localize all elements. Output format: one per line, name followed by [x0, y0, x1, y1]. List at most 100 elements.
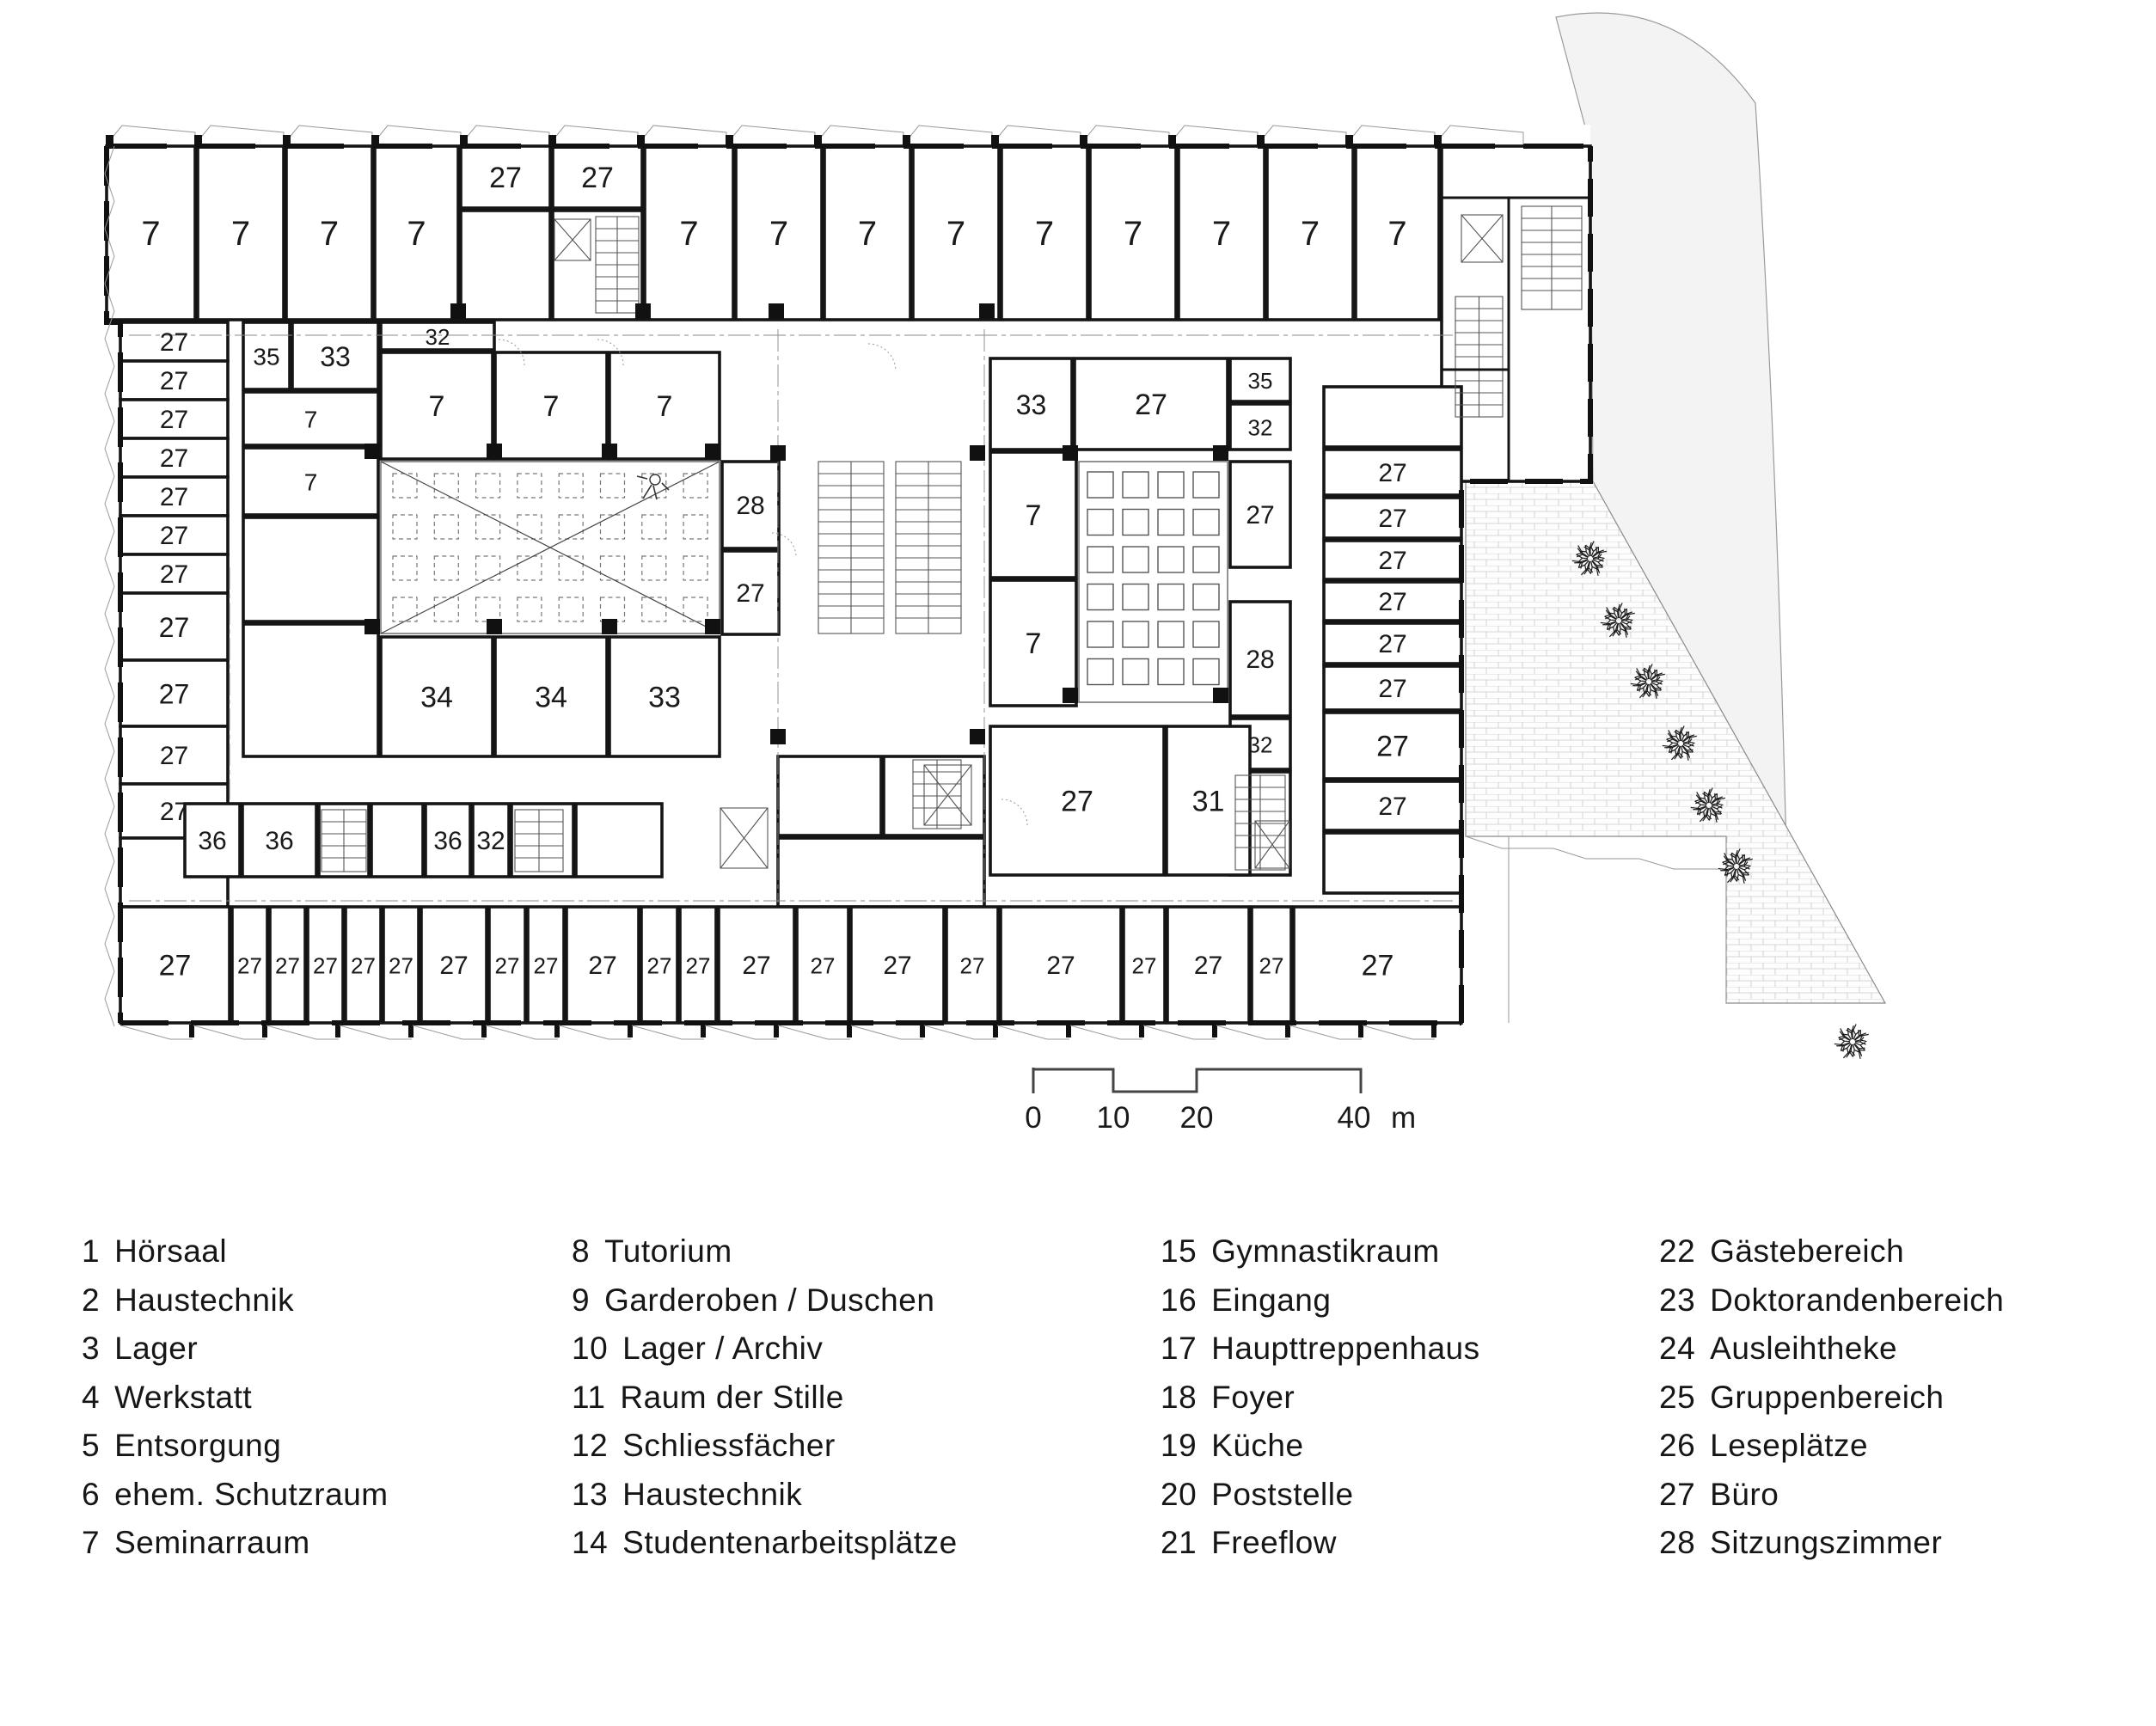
column-dot — [364, 619, 380, 634]
room — [989, 450, 1078, 579]
workplace-square — [392, 597, 418, 622]
stair-icons — [321, 205, 1583, 872]
stair-icon — [321, 809, 367, 872]
outer-wall-right — [1459, 146, 1593, 1023]
legend-item-number: 7 — [82, 1525, 101, 1560]
room-label: 27 — [159, 679, 190, 710]
terrace-lower-edge — [1465, 835, 1727, 1023]
workplace-square — [433, 514, 459, 540]
room-label: 27 — [389, 953, 413, 979]
room-label: 7 — [657, 390, 673, 423]
room — [119, 725, 230, 786]
grid-square — [1087, 471, 1114, 499]
legend-item: 1 Hörsaal — [82, 1227, 389, 1276]
room-label: 27 — [1378, 505, 1406, 533]
room — [119, 905, 231, 1025]
grid-square — [1122, 546, 1149, 573]
room — [1322, 539, 1463, 581]
legend-item-number: 11 — [572, 1379, 606, 1415]
workplace-square — [475, 597, 501, 622]
legend-item-label: Freeflow — [1211, 1525, 1338, 1560]
room — [1228, 357, 1292, 403]
room-label: 27 — [1259, 953, 1284, 979]
legend-item-label: Haustechnik — [622, 1476, 803, 1512]
workplace-square — [641, 473, 667, 499]
room-label: 27 — [1135, 389, 1167, 421]
room-label: 27 — [160, 406, 188, 434]
column-dot — [1213, 445, 1228, 461]
workplace-square — [558, 514, 584, 540]
room — [306, 905, 345, 1025]
room-label: 36 — [265, 827, 293, 855]
room — [1322, 711, 1463, 780]
room — [574, 802, 664, 878]
column-dot — [705, 444, 720, 459]
legend-item-label: Haustechnik — [114, 1282, 295, 1318]
room — [196, 144, 285, 321]
grid-square — [1192, 471, 1220, 499]
room-label: 27 — [159, 950, 192, 982]
stair-icon — [595, 216, 640, 314]
workplace-square — [517, 514, 542, 540]
room-label: 27 — [159, 612, 190, 643]
legend-item-label: Hörsaal — [114, 1233, 228, 1269]
legend-item-number: 3 — [82, 1331, 101, 1366]
scale-unit-label: m — [1391, 1101, 1416, 1135]
room — [776, 755, 883, 837]
room-label: 32 — [476, 827, 505, 855]
scale-tick-label: 40 — [1338, 1101, 1371, 1135]
room-label: 27 — [883, 952, 911, 980]
legend-item-number: 1 — [82, 1233, 101, 1269]
room — [989, 725, 1166, 877]
corridor-axes — [129, 329, 1453, 903]
room — [989, 357, 1074, 451]
legend-item-number: 14 — [572, 1525, 609, 1560]
legend-item-number: 28 — [1659, 1525, 1696, 1560]
grid-square — [1192, 508, 1220, 536]
room-label: 27 — [581, 162, 614, 194]
room — [1440, 144, 1592, 483]
grid-square — [1122, 508, 1149, 536]
room — [471, 802, 511, 878]
legend-item-number: 8 — [572, 1233, 591, 1269]
room-label: 27 — [588, 952, 616, 980]
room — [1073, 357, 1229, 451]
room-label: 27 — [1378, 675, 1406, 703]
elevator-icon — [1254, 820, 1290, 869]
legend-item-number: 12 — [572, 1428, 609, 1463]
room-label: 27 — [160, 483, 188, 511]
legend-item-label: Eingang — [1211, 1282, 1332, 1318]
room — [717, 905, 796, 1025]
room-label: 7 — [320, 215, 339, 253]
room-label: 27 — [160, 798, 188, 826]
legend-item-number: 9 — [572, 1282, 591, 1318]
room-label: 7 — [679, 215, 698, 253]
workplace-square — [641, 514, 667, 540]
stair-icon — [1521, 205, 1583, 310]
grid-square — [1157, 471, 1185, 499]
room — [268, 905, 307, 1025]
workplace-square — [433, 597, 459, 622]
column-dot — [364, 444, 380, 459]
grid-square — [1157, 508, 1185, 536]
room-label: 27 — [647, 953, 672, 979]
room-label: 7 — [429, 390, 445, 423]
room — [420, 905, 488, 1025]
legend-item-label: Werkstatt — [114, 1379, 253, 1415]
room-label: 27 — [534, 953, 559, 979]
room — [242, 446, 380, 517]
room-label: 27 — [1246, 501, 1274, 529]
room — [1354, 144, 1441, 321]
room — [1088, 144, 1178, 321]
legend-item-number: 22 — [1659, 1233, 1696, 1269]
column-dot — [705, 619, 720, 634]
sawtooth-facade-top — [106, 125, 1524, 145]
room — [379, 635, 494, 758]
legend-item-label: ehem. Schutzraum — [114, 1476, 389, 1512]
legend-item-number: 23 — [1659, 1282, 1696, 1318]
room — [911, 144, 1001, 321]
